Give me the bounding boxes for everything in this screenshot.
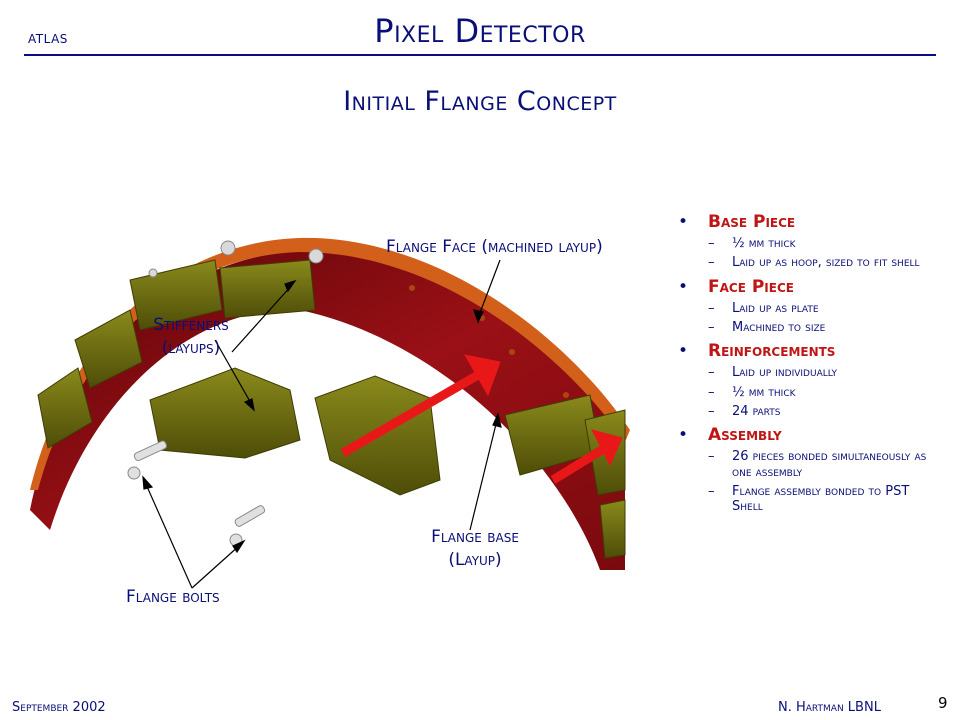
sub-bullet: 24 parts [676,404,936,420]
sub-bullet: Machined to size [676,320,936,336]
atlas-logo-text: atlas [28,28,68,48]
sub-bullet: Flange assembly bonded to PST Shell [676,484,936,515]
slide-title: Initial Flange Concept [343,86,617,117]
callout-flange-face: Flange Face (machined layup) [386,237,603,257]
callout-stiffeners-line1: Stiffeners [153,315,229,335]
callout-stiffeners-line2: (layups) [161,337,221,358]
callout-flange-base-line2: (Layup) [448,549,502,570]
bullet-base-piece: Base Piece [676,212,936,232]
callout-flange-base: Flange base (Layup) [410,526,540,572]
callout-stiffeners: Stiffeners (layups) [136,314,246,360]
footer-author: N. Hartman LBNL [778,700,881,715]
page-number: 9 [938,694,948,712]
flange-face-rim [30,237,630,490]
sub-bullet: 26 pieces bonded simultaneously as one a… [676,449,936,480]
loose-bolts [127,440,266,547]
bullet-list: Base Piece ½ mm thick Laid up as hoop, s… [676,206,936,515]
sub-bullet: Laid up as plate [676,301,936,317]
flange-illustration [30,237,630,589]
footer-date: September 2002 [12,700,106,715]
header-title: Pixel Detector [374,12,586,50]
loose-stiffeners [149,367,441,496]
bullet-face-piece: Face Piece [676,277,936,297]
leader-lines [142,259,502,589]
header-divider [24,54,936,56]
assembly-arrows [340,354,623,484]
sub-bullet: Laid up as hoop, sized to fit shell [676,255,936,271]
callout-flange-bolts: Flange bolts [126,587,220,607]
flange-base-ring [30,249,625,570]
bullet-assembly: Assembly [676,425,936,445]
sub-bullet: Laid up individually [676,365,936,381]
sub-bullet: ½ mm thick [676,385,936,401]
callout-flange-base-line1: Flange base [431,527,519,547]
ring-bolts [148,240,324,278]
bullet-reinforcements: Reinforcements [676,341,936,361]
sub-bullet: ½ mm thick [676,236,936,252]
